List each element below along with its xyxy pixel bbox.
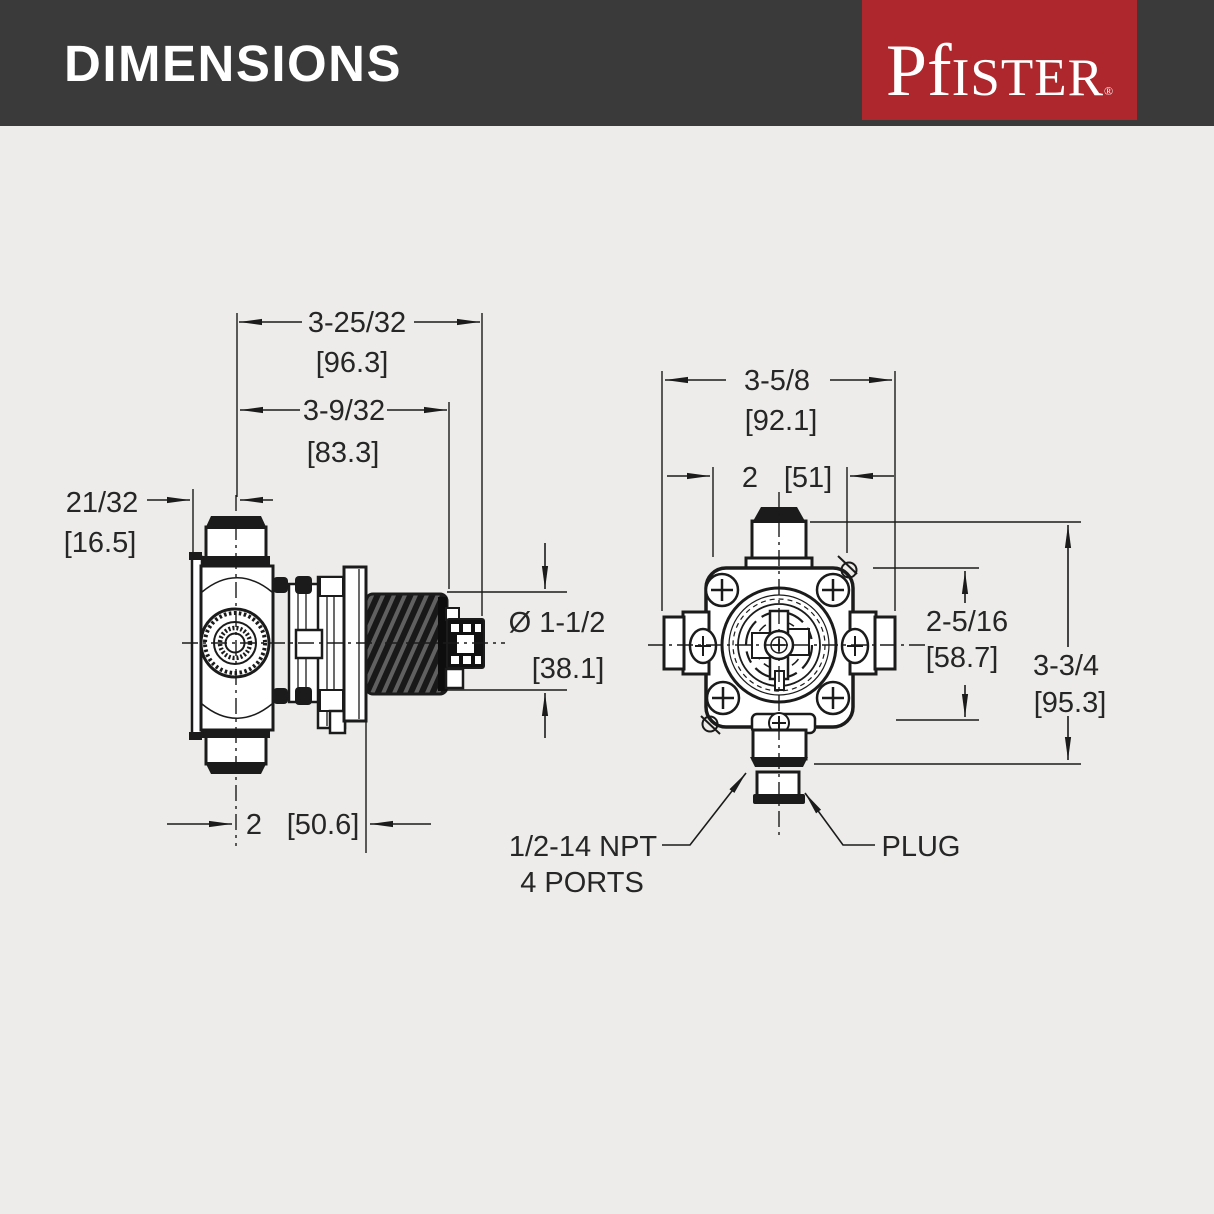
- front-view-dimensions: [661, 371, 1081, 846]
- side-centerlines: [182, 495, 505, 846]
- logo-part-pf: Pf: [885, 30, 952, 112]
- plug-label: PLUG: [882, 831, 961, 863]
- dim-overall-height-in: 3-3/4: [1033, 650, 1099, 682]
- page-title: DIMENSIONS: [64, 34, 403, 92]
- side-flange: [342, 565, 368, 723]
- front-left-port: [662, 610, 718, 676]
- side-valve-body: [199, 564, 275, 732]
- dim-overall-width-mm: [92.1]: [745, 405, 818, 437]
- header-bar: DIMENSIONS PfISTER®: [0, 0, 1214, 126]
- dim-guard-depth-mm: [83.3]: [307, 437, 380, 469]
- dim-plate-height-in: 2-5/16: [926, 606, 1008, 638]
- screw-bottom-right: [815, 680, 851, 716]
- dim-overall-width-in: 3-5/8: [744, 365, 810, 397]
- valve-front-view: [648, 492, 925, 838]
- dimension-labels: 3-25/32 [96.3] 3-9/32 [83.3] 21/32 [16.5…: [64, 307, 1107, 899]
- dim-offset-in: 21/32: [66, 487, 139, 519]
- dim-mounting-width-in: 2: [742, 462, 758, 494]
- front-bottom-port: [750, 712, 817, 767]
- screw-bottom-left: [705, 680, 741, 716]
- valve-stem: [444, 607, 485, 690]
- mounting-screws: [704, 572, 851, 716]
- screw-top-left: [704, 572, 740, 608]
- logo-part-ister: ISTER: [951, 49, 1104, 107]
- dim-guard-depth-in: 3-9/32: [303, 395, 385, 427]
- dim-overall-depth-mm: [96.3]: [316, 347, 389, 379]
- dim-flange-depth-in: 2: [246, 809, 262, 841]
- pfister-logo-text: PfISTER®: [862, 34, 1137, 108]
- screw-top-right: [815, 572, 851, 608]
- plug-leader-line: [804, 792, 875, 846]
- npt-ports-label-line1: 1/2-14 NPT: [509, 831, 658, 863]
- dim-flange-depth-mm: [50.6]: [287, 809, 360, 841]
- dim-plate-height-mm: [58.7]: [926, 642, 999, 674]
- dim-guard-diameter-mm: [38.1]: [532, 653, 605, 685]
- dim-guard-diameter-in: Ø 1-1/2: [509, 607, 606, 639]
- npt-ports-label-line2: 4 PORTS: [520, 867, 644, 899]
- side-view-dimensions: [147, 313, 567, 853]
- dim-offset-mm: [16.5]: [64, 527, 137, 559]
- pfister-logo: PfISTER®: [862, 0, 1137, 120]
- side-cartridge: [273, 575, 347, 735]
- dim-mounting-width-mm: [51]: [784, 462, 832, 494]
- front-right-port: [840, 610, 897, 676]
- valve-side-view: [182, 495, 505, 846]
- port-plug: [753, 770, 805, 804]
- front-centerlines: [648, 492, 925, 838]
- dim-overall-height-mm: [95.3]: [1034, 687, 1107, 719]
- plaster-guard: [364, 592, 449, 696]
- dim-overall-depth-in: 3-25/32: [308, 307, 406, 339]
- npt-leader-line: [662, 772, 747, 846]
- registered-trademark-icon: ®: [1103, 84, 1114, 98]
